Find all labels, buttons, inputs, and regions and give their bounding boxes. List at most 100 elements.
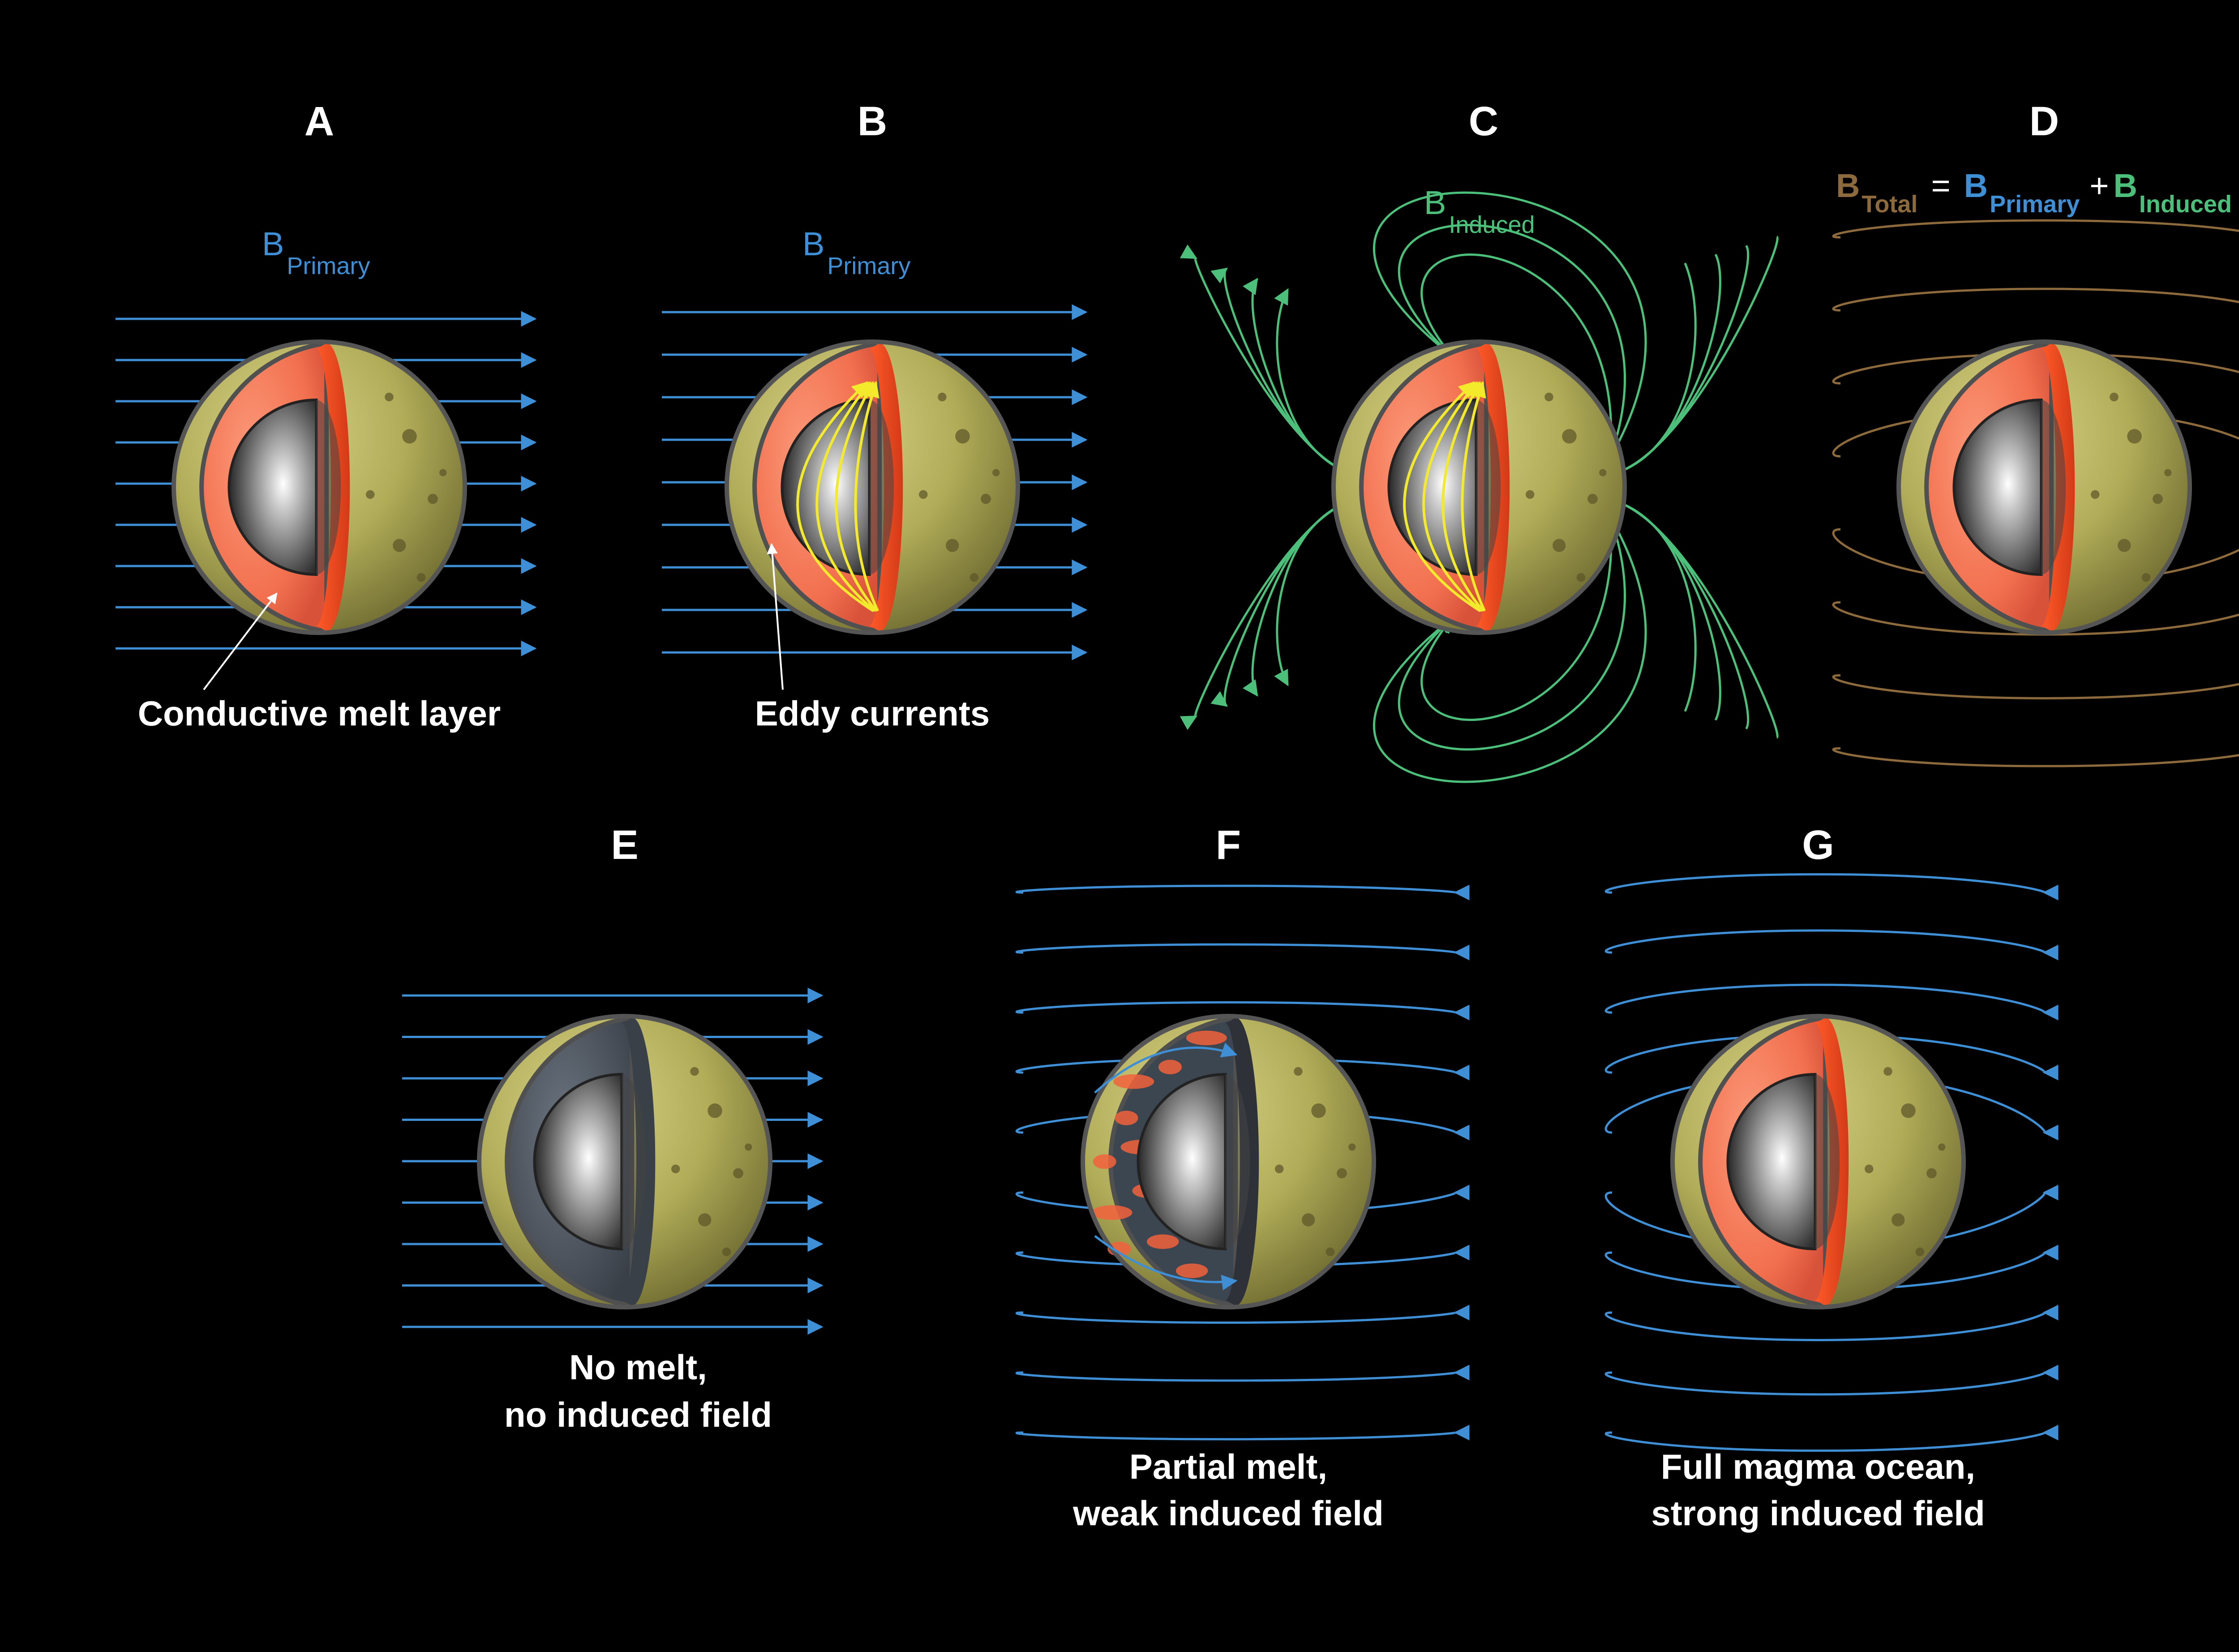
surface-spot xyxy=(1865,1164,1874,1173)
surface-spot xyxy=(1901,1103,1916,1118)
moon-outline xyxy=(1670,1014,1966,1309)
induced-field-loop xyxy=(1398,224,1626,459)
panel-label-e: E xyxy=(611,822,638,868)
melt-layer-pointer xyxy=(203,592,278,691)
induced-field-line xyxy=(1617,245,1750,474)
primary-field-line xyxy=(1015,1001,1470,1021)
surface-spot xyxy=(1526,490,1535,499)
moon-outline xyxy=(1331,339,1627,635)
core-edge xyxy=(2041,400,2066,575)
caption-e-line1: No melt, xyxy=(569,1347,707,1387)
caption-b: Eddy currents xyxy=(755,694,990,733)
primary-field-line xyxy=(1015,943,1470,961)
io-moon-panel-b xyxy=(725,339,1020,635)
iron-core xyxy=(533,1073,623,1251)
induced-field-line xyxy=(1243,278,1349,474)
surface-spot xyxy=(698,1213,712,1227)
melt-pocket xyxy=(1093,1154,1116,1169)
surface-spot xyxy=(1302,1213,1315,1227)
b-primary-label-a: BPrimary xyxy=(262,225,370,279)
caption-g-line1: Full magma ocean, xyxy=(1661,1447,1975,1486)
surface-spot xyxy=(1348,1143,1356,1151)
melt-pocket xyxy=(1113,1074,1154,1089)
induced-field-line xyxy=(1617,501,1721,721)
surface-spot xyxy=(1337,1168,1347,1179)
eddy-current-loop xyxy=(854,381,879,612)
surface-spot xyxy=(1587,493,1598,504)
total-field-equation: BTotal=BPrimary+BInduced xyxy=(1836,167,2232,218)
surface-spot xyxy=(1311,1103,1326,1118)
induced-field-loop xyxy=(1420,253,1613,459)
surface-spot xyxy=(969,573,979,582)
surface-spot xyxy=(671,1164,680,1173)
eddy-current-loop xyxy=(796,381,875,612)
primary-field-line xyxy=(1604,983,2059,1021)
panel-label-c: C xyxy=(1469,99,1498,144)
surface-spot xyxy=(416,573,426,582)
induced-field-line xyxy=(1617,501,1750,729)
induced-field-line xyxy=(1243,501,1349,697)
eddy-current-loop xyxy=(1422,381,1483,612)
primary-field-line xyxy=(1604,1365,2059,1396)
induced-field-loop xyxy=(1373,515,1647,783)
caption-f-line2: weak induced field xyxy=(1072,1493,1384,1533)
caption-e-line2: no induced field xyxy=(504,1395,772,1434)
b-primary-label-b: BPrimary xyxy=(802,225,910,279)
moon-outline xyxy=(1896,339,2192,635)
induced-field-line xyxy=(1617,262,1697,474)
surface-spot xyxy=(1915,1247,1925,1257)
core-edge xyxy=(1225,1074,1250,1249)
primary-field-line xyxy=(1604,1425,2059,1452)
io-moon-panel-c xyxy=(1331,339,1627,635)
total-field-line xyxy=(1832,287,2239,312)
surface-spot xyxy=(1325,1247,1335,1257)
induced-field-line xyxy=(1180,245,1349,474)
primary-field-line xyxy=(1015,1425,1470,1441)
core-edge xyxy=(1476,400,1501,575)
surface-spot xyxy=(1576,573,1586,582)
caption-f-line1: Partial melt, xyxy=(1129,1447,1327,1486)
surface-spot xyxy=(745,1143,752,1151)
surface-spot xyxy=(690,1067,699,1076)
primary-field-line xyxy=(1015,1304,1470,1324)
melt-pocket xyxy=(1186,1030,1227,1045)
melt-pocket xyxy=(1091,1205,1132,1220)
induced-field-line xyxy=(1617,501,1779,739)
iron-core xyxy=(227,398,318,576)
surface-spot xyxy=(981,493,991,504)
io-moon-panel-a xyxy=(172,339,467,635)
melt-pocket xyxy=(1158,1060,1182,1074)
surface-spot xyxy=(919,490,928,499)
surface-spot xyxy=(2141,573,2151,582)
iron-core xyxy=(1387,398,1478,576)
eddy-current-loop xyxy=(1461,381,1486,612)
surface-spot xyxy=(402,429,417,444)
moon-outline xyxy=(172,339,467,635)
surface-spot xyxy=(946,539,959,552)
surface-spot xyxy=(2110,392,2119,402)
core-edge xyxy=(316,400,341,575)
moon-outline xyxy=(725,339,1020,635)
iron-core xyxy=(781,398,871,576)
moon-outline xyxy=(477,1014,772,1309)
induced-field-line xyxy=(1617,501,1697,712)
surface-spot xyxy=(992,469,1000,476)
eddy-current-loop xyxy=(835,381,878,612)
surface-spot xyxy=(708,1103,722,1118)
induced-field-line xyxy=(1617,236,1779,474)
surface-spot xyxy=(1883,1067,1892,1076)
surface-spot xyxy=(733,1168,743,1179)
surface-spot xyxy=(2091,490,2100,499)
io-moon-panel-d xyxy=(1896,339,2192,635)
io-moon-panel-g xyxy=(1670,1014,1966,1309)
primary-field-line xyxy=(1604,1304,2059,1341)
total-field-line xyxy=(1832,674,2239,699)
surface-spot xyxy=(1938,1143,1946,1151)
caption-g-line2: strong induced field xyxy=(1651,1493,1985,1533)
surface-spot xyxy=(2118,539,2131,552)
panel-label-d: D xyxy=(2029,99,2059,144)
surface-spot xyxy=(1562,429,1577,444)
iron-core xyxy=(1726,1073,1817,1251)
